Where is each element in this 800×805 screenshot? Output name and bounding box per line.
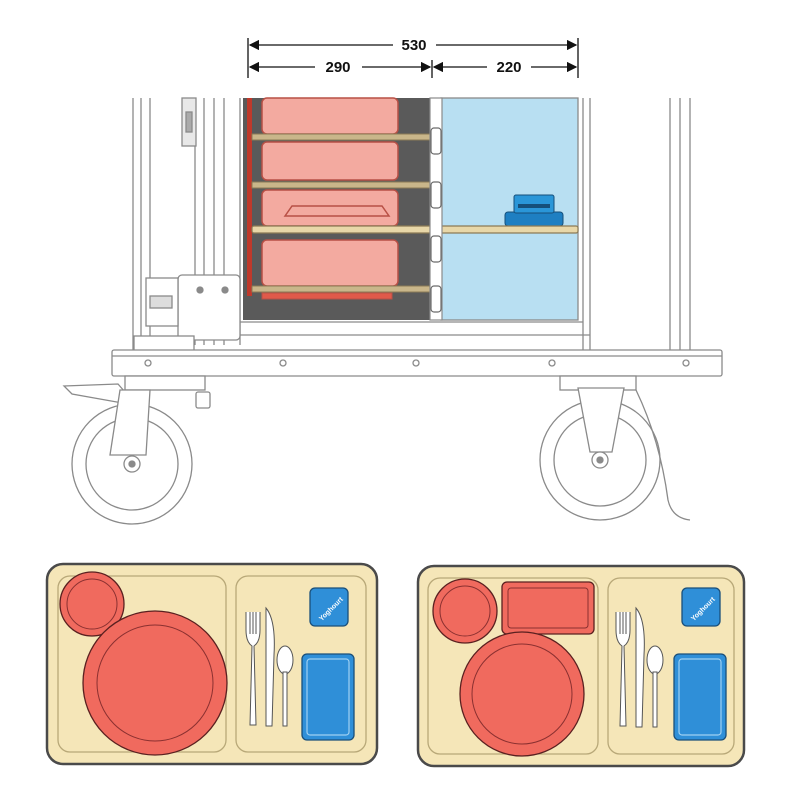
dimension-right: 220 [432,59,578,76]
heating-plate [261,292,393,300]
latch-bracket [133,97,241,353]
fork-icon [245,612,261,726]
partition-clips [430,127,442,313]
food-containers [261,97,399,287]
dimension-right-label: 220 [496,59,521,76]
cold-dish [504,194,564,227]
main-plate-right [459,631,585,757]
food-container-2 [261,141,399,181]
food-container-1 [261,97,399,135]
spoon-icon [646,645,664,675]
fork-icon [615,612,631,727]
dimension-total: 530 [248,37,578,54]
rect-dish-right [501,581,595,635]
spoon-icon [276,645,294,675]
dimension-total-label: 530 [401,37,426,54]
left-wheel [62,375,211,525]
cutlery-left [245,606,294,727]
small-plate [59,571,125,637]
cold-compartment [440,97,579,321]
dimension-left: 290 [248,59,432,76]
cold-compartment-back [440,97,579,321]
meal-tray-shelf [251,225,579,234]
knife-icon [265,606,275,727]
yoghourt-pot-right: Yoghourt [681,587,721,627]
container-lid [283,205,391,217]
trolley-base [111,349,723,377]
cutlery-right [615,606,664,728]
partition [429,97,443,321]
tray-right: Yoghourt [416,564,746,768]
right-wheel [539,375,691,521]
knife-icon [635,606,645,728]
heating-element-left [247,98,252,296]
dimension-left-label: 290 [325,59,350,76]
yoghourt-pot-left: Yoghourt [309,587,349,627]
warm-compartment [243,97,431,320]
tray-left: Yoghourt [45,562,379,766]
small-plate-right [432,578,498,644]
food-container-4 [261,239,399,287]
dessert-dish-right [673,653,727,741]
dessert-dish-left [301,653,355,741]
dimension-lines: 530 290 220 [247,37,579,78]
large-plate [82,610,228,756]
